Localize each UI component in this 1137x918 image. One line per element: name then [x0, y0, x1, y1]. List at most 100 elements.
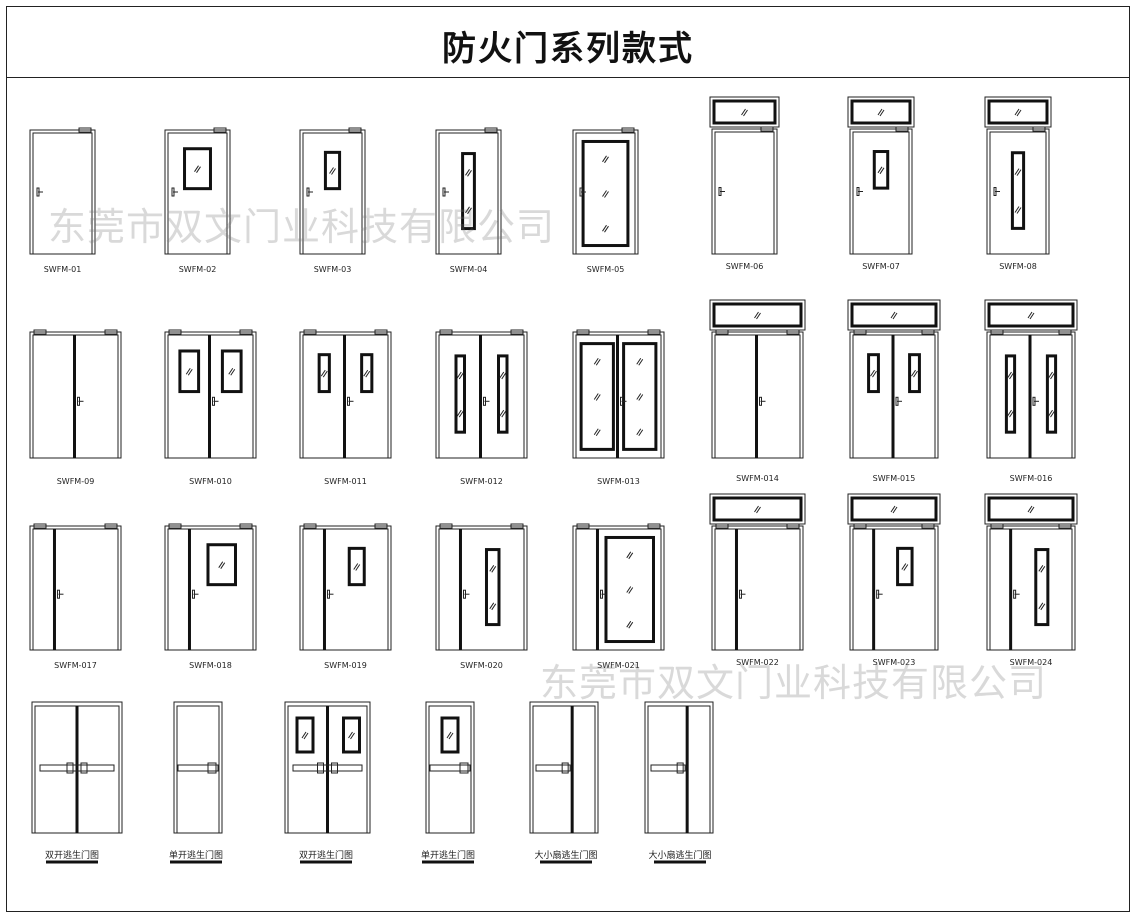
door-drawing-swfm-023 [847, 493, 941, 651]
glass-hatch [638, 358, 644, 366]
glass-hatch [489, 565, 495, 572]
glass-hatch [320, 369, 326, 377]
glass-hatch [1048, 409, 1053, 417]
glass-panel [183, 147, 212, 191]
panic-bar-icon [317, 762, 324, 774]
glass-hatch [220, 562, 226, 569]
glass-hatch [879, 109, 885, 117]
door-frame-inner [647, 705, 711, 834]
door-caption: SWFM-023 [873, 658, 916, 667]
glass-hatch [911, 369, 916, 377]
glass-hatch [890, 311, 896, 319]
glass-panel [987, 99, 1049, 125]
glass-hatch [1016, 207, 1022, 214]
door-drawing-swfm-04 [435, 127, 502, 255]
door-frame-inner [989, 131, 1047, 255]
exit-door-drawing [422, 701, 475, 864]
glass-hatch [301, 731, 307, 739]
door-frame-inner [428, 705, 472, 834]
glass-hatch [1007, 371, 1012, 379]
glass-hatch [355, 564, 361, 571]
door-caption: SWFM-08 [999, 262, 1037, 271]
door-caption: SWFM-04 [450, 265, 488, 274]
glass-hatch [1007, 409, 1012, 417]
door-closer-icon [760, 126, 774, 132]
door-drawing-swfm-013 [572, 329, 665, 459]
glass-hatch [626, 620, 632, 628]
door-closer-icon [895, 126, 909, 132]
door-caption: SWFM-016 [1010, 474, 1053, 483]
door-drawing-swfm-022 [709, 493, 806, 651]
door-drawing-swfm-03 [299, 127, 366, 255]
glass-hatch [467, 170, 472, 177]
glass-hatch [626, 551, 632, 559]
panic-bar-icon [429, 764, 471, 772]
door-caption: SWFM-09 [57, 477, 95, 486]
glass-hatch [187, 369, 193, 376]
door-caption: SWFM-021 [597, 661, 640, 670]
glass-panel [987, 496, 1075, 522]
door-closer-icon [576, 329, 590, 335]
glass-hatch [196, 166, 201, 173]
door-closer-icon [104, 329, 118, 335]
glass-hatch [1009, 410, 1014, 418]
door-caption: SWFM-013 [597, 477, 640, 486]
door-drawing-swfm-012 [435, 329, 528, 459]
glass-hatch [1040, 603, 1046, 611]
glass-hatch [1016, 169, 1022, 176]
door-caption: SWFM-05 [587, 265, 625, 274]
glass-hatch [877, 166, 883, 174]
panic-bar-icon [459, 762, 469, 774]
door-caption: SWFM-011 [324, 477, 367, 486]
door-frame-inner [176, 705, 220, 834]
glass-hatch [230, 369, 236, 376]
exit-door-drawing [529, 701, 599, 864]
door-caption: SWFM-015 [873, 474, 916, 483]
glass-panel [872, 150, 890, 190]
glass-panel [581, 139, 630, 248]
glass-hatch [754, 311, 759, 319]
glass-hatch [331, 168, 336, 175]
page-title: 防火门系列款式 [442, 29, 694, 69]
panic-bar-icon [292, 764, 363, 772]
door-closer-icon [303, 523, 317, 529]
glass-panel [317, 353, 331, 394]
glass-panel [360, 353, 374, 394]
panic-bar-icon [66, 762, 74, 774]
glass-hatch [194, 165, 199, 172]
glass-hatch [458, 372, 464, 380]
glass-panel [440, 716, 460, 754]
transom-frame [709, 96, 780, 128]
glass-hatch [602, 155, 607, 163]
door-frame [572, 525, 665, 651]
door-closer-icon [621, 127, 635, 133]
door-caption: 大小扇逃生门图 [648, 849, 711, 861]
glass-panel [850, 496, 938, 522]
transom-frame [847, 96, 915, 128]
glass-hatch [456, 371, 462, 379]
panic-bar-icon [535, 764, 571, 772]
door-drawing-swfm-06 [709, 96, 780, 255]
glass-hatch [446, 731, 452, 739]
glass-panel [1034, 548, 1050, 627]
glass-hatch [499, 371, 505, 379]
glass-panel [342, 716, 361, 754]
glass-hatch [1048, 371, 1053, 379]
door-caption: SWFM-024 [1010, 658, 1053, 667]
glass-hatch [743, 109, 748, 117]
glass-hatch [228, 368, 234, 375]
glass-hatch [448, 732, 454, 740]
glass-hatch [604, 191, 609, 198]
door-caption: SWFM-012 [460, 477, 503, 486]
door-closer-icon [484, 127, 498, 133]
door-closer-icon [853, 523, 867, 529]
door-frame [435, 525, 528, 651]
glass-hatch [1040, 566, 1046, 573]
glass-hatch [593, 393, 599, 400]
glass-hatch [1050, 372, 1055, 380]
door-closer-icon [647, 329, 661, 335]
glass-panel [712, 99, 777, 125]
glass-panel [850, 99, 912, 125]
door-caption: SWFM-01 [44, 265, 82, 274]
glass-hatch [913, 370, 918, 378]
